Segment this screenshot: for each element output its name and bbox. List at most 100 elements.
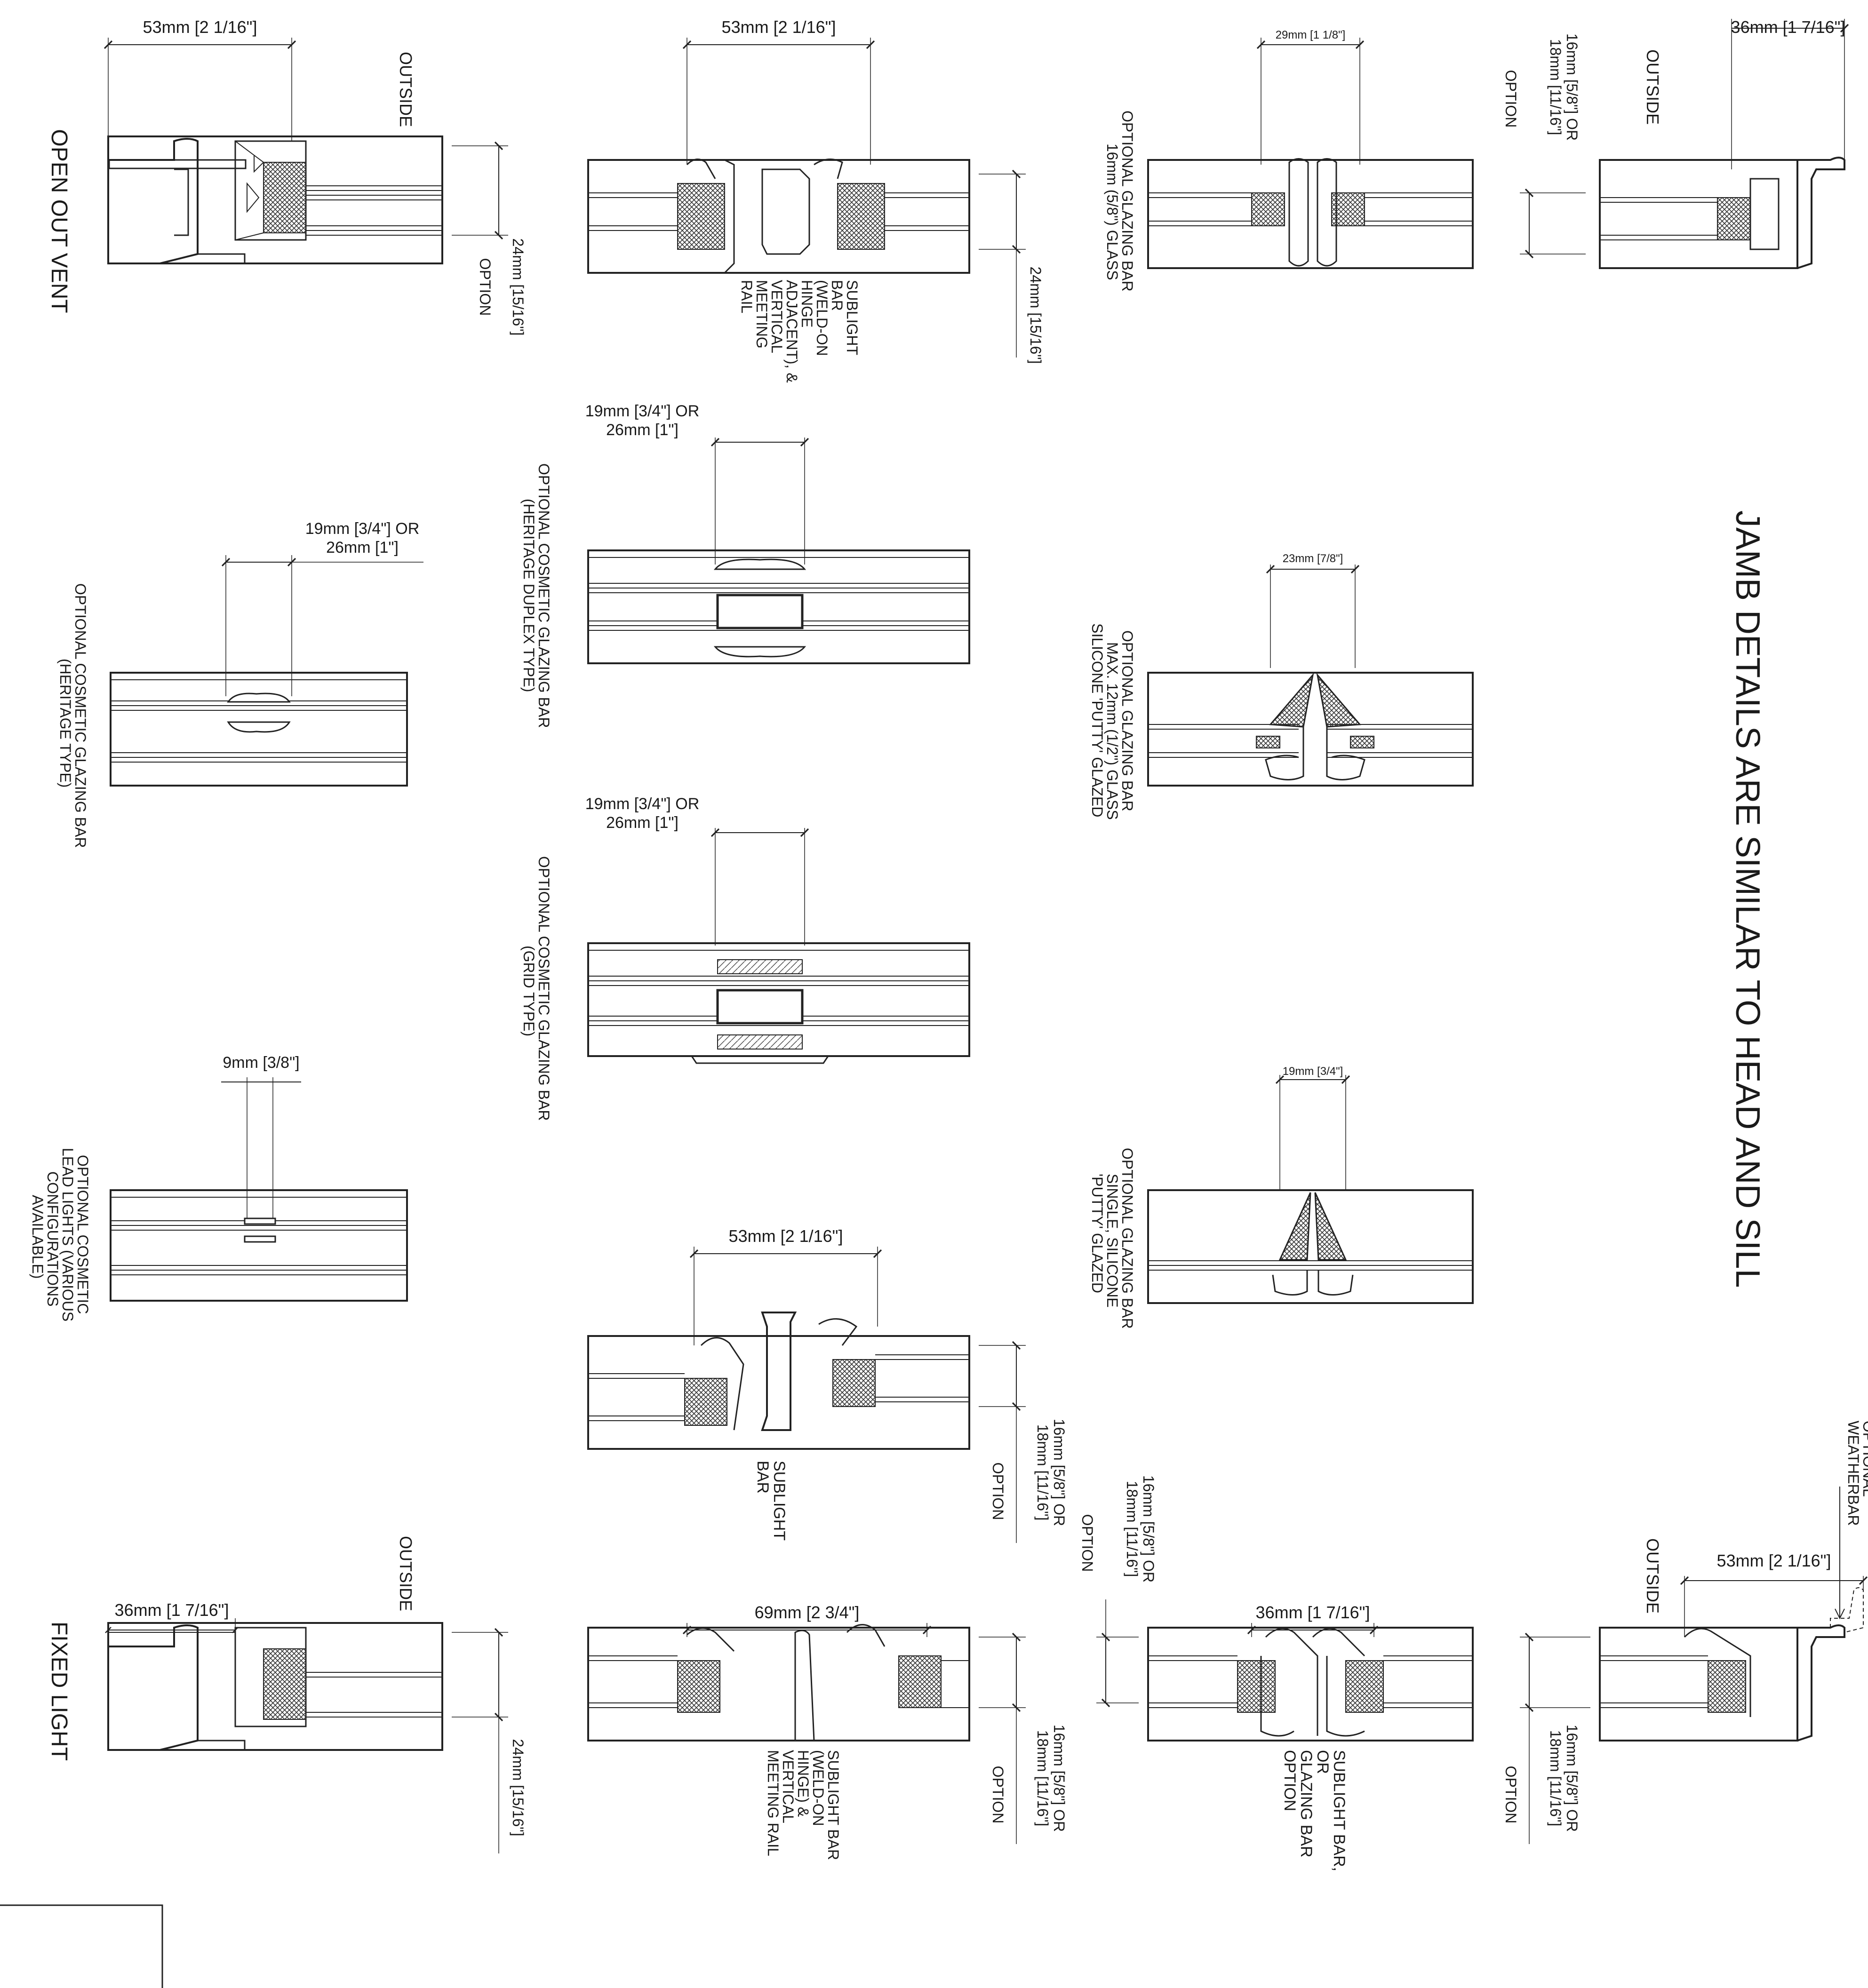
outside-label-2: OUTSIDE (1643, 49, 1662, 125)
heritage-duplex-note: OPTIONAL COSMETIC GLAZING BAR (HERITAGE … (520, 463, 552, 728)
section-sublight-bar: 53mm [2 1/16"] 16mm [5/8"] OR 18mm [11/1… (587, 1226, 1068, 1543)
putty-single-line-1: OPTIONAL GLAZING BAR (1119, 1148, 1136, 1329)
dim-53mm-a: 53mm [2 1/16"] (143, 17, 257, 37)
dim-16mm-e: 16mm [5/8"] OR (1564, 1725, 1581, 1832)
sublight-or-line-2: OR (1314, 1750, 1332, 1774)
sublight-weld-line-6: VERTICAL (768, 280, 785, 353)
sublight-weld-line-3: (WELD-ON (814, 280, 830, 356)
dim-26mm-a: 26mm [1"] (606, 421, 679, 439)
outside-label-4: OUTSIDE (1643, 1538, 1662, 1614)
outside-label-3: OUTSIDE (396, 1536, 415, 1611)
sublight-weld-line-7: MEETING (753, 280, 770, 349)
dim-26mm-c: 26mm [1"] (606, 814, 679, 832)
dim-19mm-d: 19mm [3/4"] (1283, 1065, 1343, 1078)
putty-12-line-2: MAX. 12mm (1/2") GLASS (1104, 642, 1121, 820)
heritage-note: OPTIONAL COSMETIC GLAZING BAR (HERITAGE … (57, 583, 89, 848)
outside-label-1: OUTSIDE (396, 52, 415, 127)
section-putty-glazed-12mm: 23mm [7/8"] OPTIONAL GLAZING BAR MAX. 12… (1089, 552, 1474, 820)
lead-lights-note: OPTIONAL COSMETIC LEAD LIGHTS (VARIOUS C… (29, 1148, 91, 1321)
option-label-3: OPTION (990, 1463, 1006, 1520)
sublight-weld2-line-2: (WELD-ON (810, 1750, 827, 1826)
sublight-or-note: SUBLIGHT BAR, OR GLAZING BAR OPTION (1281, 1750, 1348, 1871)
dim-18mm-a: 18mm [11/16"] (1547, 39, 1564, 135)
dim-16mm-a: 16mm [5/8"] OR (1564, 33, 1581, 141)
section-lead-lights: 9mm [3/8"] OPTIONAL COSMETIC LEAD LIGHTS… (29, 1054, 408, 1321)
weatherbar-line-2: WEATHERBAR (1845, 1421, 1862, 1526)
section-heritage-duplex: 19mm [3/4"] OR 26mm [1"] OPTIONAL COSMET… (520, 402, 970, 728)
sublight-weld-line-4: HINGE (798, 280, 815, 327)
dim-24mm-c: 24mm [15/16"] (510, 1739, 527, 1836)
heritage-duplex-line-1: OPTIONAL COSMETIC GLAZING BAR (535, 463, 552, 728)
putty-12-line-1: OPTIONAL GLAZING BAR (1119, 630, 1136, 811)
dim-29mm: 29mm [1 1/8"] (1276, 29, 1346, 41)
dim-36mm-a: 36mm [1 7/16"] (1731, 17, 1845, 37)
glazing-16-line-1: OPTIONAL GLAZING BAR (1119, 111, 1136, 292)
section-weatherbar: 53mm [2 1/16"] 16mm [5/8"] OR 18mm [11/1… (1502, 1421, 1868, 1844)
weatherbar-line-1: OPTIONAL (1860, 1421, 1868, 1497)
section-sublight-weld-top: 53mm [2 1/16"] 24mm [15/16"] SUBLIGHT BA… (587, 17, 1044, 383)
dim-24mm-b: 24mm [15/16"] (1027, 266, 1044, 364)
putty-12-line-3: SILICONE 'PUTTY' GLAZED (1089, 623, 1106, 817)
heritage-line-2: (HERITAGE TYPE) (57, 659, 74, 787)
sublight-weld-line-5: ADJACENT), & (783, 280, 800, 383)
glazing-16-line-2: 16mm (5/8") GLASS (1104, 143, 1121, 280)
dim-36mm-b: 36mm [1 7/16"] (115, 1600, 229, 1620)
dim-19mm-a: 19mm [3/4"] OR (585, 402, 700, 420)
section-putty-single: 19mm [3/4"] OPTIONAL GLAZING BAR SINGLE,… (1089, 1065, 1474, 1329)
sublight-weld-line-1: SUBLIGHT (844, 280, 861, 355)
dim-18mm-b: 18mm [11/16"] (1034, 1424, 1051, 1521)
dim-18mm-c: 18mm [11/16"] (1034, 1730, 1051, 1827)
putty-single-line-3: 'PUTTY' GLAZED (1089, 1174, 1106, 1293)
dim-18mm-e: 18mm [11/16"] (1547, 1730, 1564, 1827)
sublight-bar-line-1: SUBLIGHT (770, 1461, 788, 1541)
option-label-2: OPTION (1502, 70, 1519, 128)
dim-26mm-b: 26mm [1"] (326, 539, 399, 557)
dim-24mm-a: 24mm [15/16"] (510, 238, 527, 335)
grid-line-1: OPTIONAL COSMETIC GLAZING BAR (535, 856, 552, 1121)
section-sublight-weld-bottom: 69mm [2 3/4"] 16mm [5/8"] OR 18mm [11/16… (587, 1603, 1068, 1860)
section-grid-type: 19mm [3/4"] OR 26mm [1"] OPTIONAL COSMET… (520, 795, 970, 1121)
dim-23mm: 23mm [7/8"] (1283, 552, 1343, 565)
section-sublight-or-glazing: 36mm [1 7/16"] 16mm [5/8"] OR 18mm [11/1… (1079, 1475, 1474, 1871)
sublight-or-line-1: SUBLIGHT BAR, (1330, 1750, 1348, 1871)
dim-19mm-c: 19mm [3/4"] OR (585, 795, 700, 813)
title-fixed-light: FIXED LIGHT (47, 1622, 72, 1761)
sublight-or-line-3: GLAZING BAR (1297, 1750, 1315, 1858)
title-open-out-vent: OPEN OUT VENT (47, 129, 72, 313)
jamb-note: JAMB DETAILS ARE SIMILAR TO HEAD AND SIL… (1729, 510, 1766, 1288)
section-fixed-light: 36mm [1 7/16"] 24mm [15/16"] OUTSIDE FIX… (47, 1536, 527, 1853)
sublight-or-line-4: OPTION (1281, 1750, 1299, 1811)
lead-line-2: LEAD LIGHTS (VARIOUS (59, 1148, 76, 1321)
putty-12-note: OPTIONAL GLAZING BAR MAX. 12mm (1/2") GL… (1089, 623, 1136, 820)
dim-53mm-d: 53mm [2 1/16"] (1717, 1551, 1831, 1570)
lead-line-4: AVAILABLE) (29, 1195, 46, 1279)
lead-line-1: OPTIONAL COSMETIC (74, 1155, 91, 1314)
grid-note: OPTIONAL COSMETIC GLAZING BAR (GRID TYPE… (520, 856, 552, 1121)
title-block-corner (0, 1904, 163, 1988)
option-label-6: OPTION (1502, 1766, 1519, 1824)
sublight-weld-note: SUBLIGHT BAR (WELD-ON HINGE ADJACENT), &… (738, 280, 861, 383)
section-heritage-type: 19mm [3/4"] OR 26mm [1"] OPTIONAL COSMET… (57, 520, 423, 848)
dim-18mm-d: 18mm [11/16"] (1124, 1481, 1141, 1577)
weatherbar-note: OPTIONAL WEATHERBAR (1845, 1421, 1868, 1526)
sublight-bar-note: SUBLIGHT BAR (754, 1461, 788, 1541)
sublight-weld2-line-1: SUBLIGHT BAR (825, 1750, 842, 1860)
lead-line-3: CONFIGURATIONS (44, 1171, 61, 1306)
dim-53mm-b: 53mm [2 1/16"] (722, 17, 836, 37)
dim-36mm-c: 36mm [1 7/16"] (1256, 1603, 1370, 1622)
section-open-out-vent: 53mm [2 1/16"] 24mm [15/16"] OPTION OUTS… (47, 17, 527, 336)
option-label-1: OPTION (477, 258, 494, 316)
dim-53mm-c: 53mm [2 1/16"] (729, 1226, 843, 1246)
option-label-5: OPTION (1079, 1514, 1096, 1572)
sublight-weld2-line-3: HINGE) & (795, 1750, 812, 1817)
dim-16mm-d: 16mm [5/8"] OR (1140, 1475, 1157, 1582)
sublight-weld-line-2: BAR (829, 280, 846, 311)
sublight-weld-line-8: RAIL (738, 280, 755, 313)
dim-16mm-c: 16mm [5/8"] OR (1051, 1725, 1068, 1832)
dim-19mm-b: 19mm [3/4"] OR (305, 520, 420, 538)
glazing-16-note: OPTIONAL GLAZING BAR 16mm (5/8") GLASS (1104, 111, 1136, 292)
sublight-bar-line-2: BAR (754, 1461, 772, 1494)
dim-16mm-b: 16mm [5/8"] OR (1051, 1419, 1068, 1526)
